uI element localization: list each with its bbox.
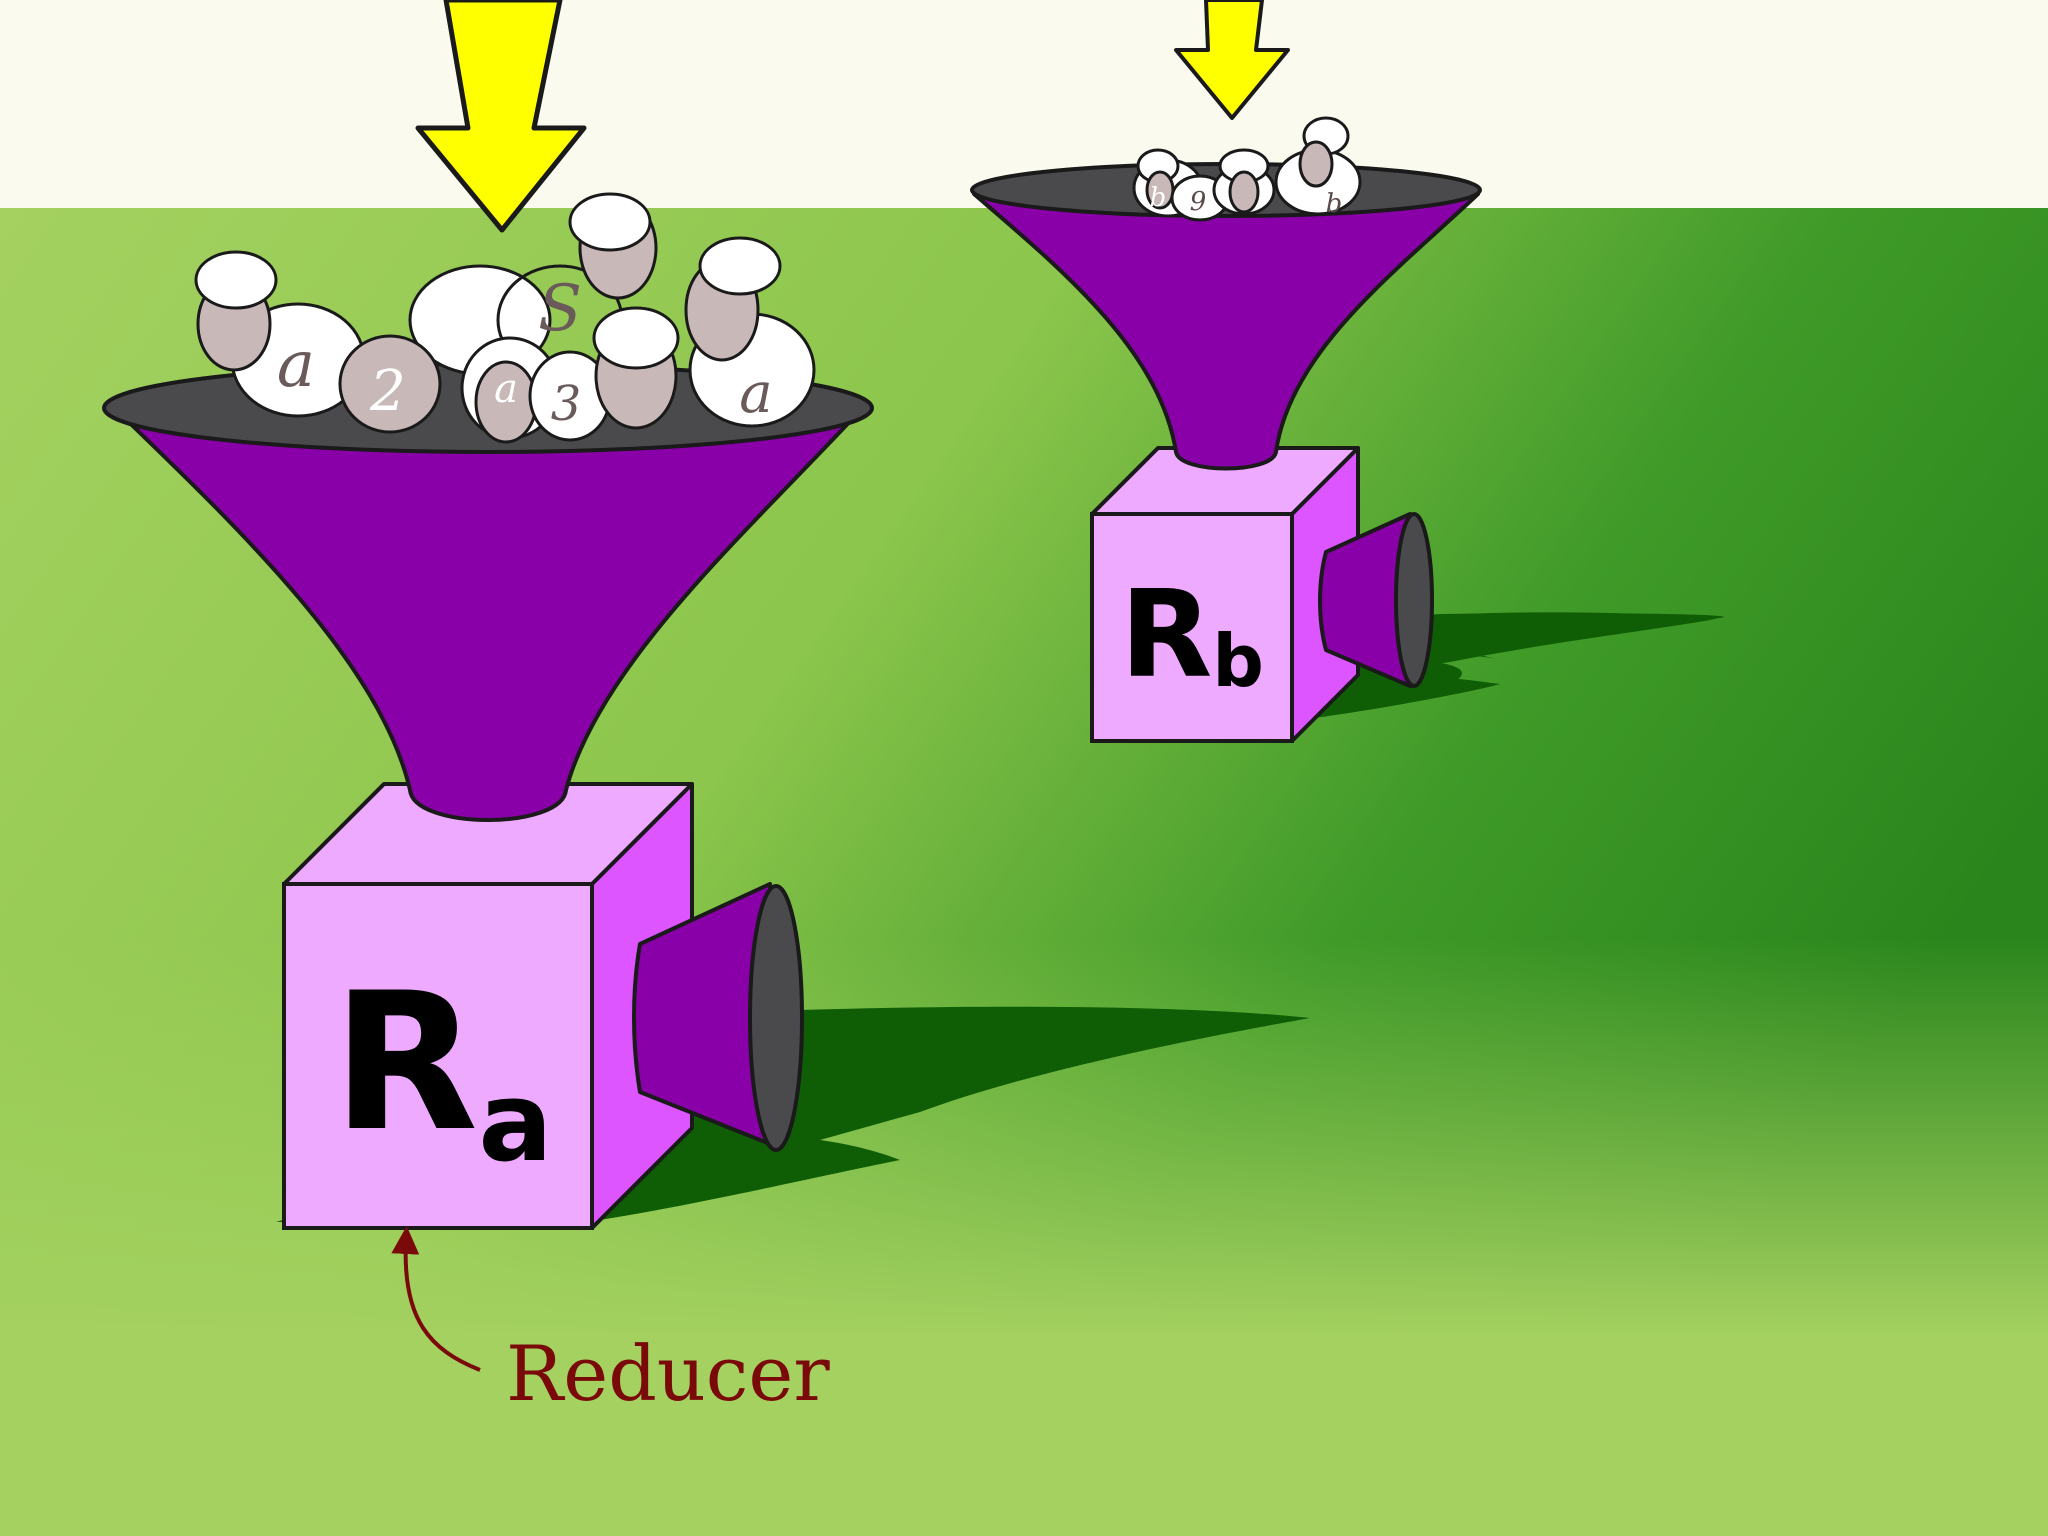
reducer-b: b 9 b Rb bbox=[970, 0, 1724, 743]
sheep-letter: a bbox=[739, 361, 772, 426]
reducer-a-label-main: R bbox=[332, 952, 478, 1173]
reducer-a-input-arrow bbox=[415, 0, 587, 233]
sheep bbox=[568, 192, 658, 300]
reducer-b-funnel bbox=[972, 192, 1480, 471]
reducer-a: S a 2 a 3 bbox=[102, 0, 1310, 1230]
caption-pointer-arrow bbox=[391, 1226, 481, 1372]
reducer-b-box-front bbox=[1090, 512, 1294, 743]
reducer-a-label-sub: a bbox=[478, 1058, 552, 1186]
sheep-letter: 2 bbox=[369, 359, 406, 424]
reducer-caption: Reducer bbox=[391, 1226, 830, 1418]
sheep-letter: a bbox=[494, 366, 518, 412]
sheep: a bbox=[194, 250, 366, 418]
sheep: b bbox=[1274, 116, 1362, 219]
reducer-b-label: Rb bbox=[1120, 566, 1264, 705]
reducer-a-label: Ra bbox=[332, 952, 553, 1186]
reducer-b-sheep-flock: b 9 b bbox=[1132, 116, 1362, 222]
sheep bbox=[1212, 148, 1276, 216]
reducer-a-output-cone bbox=[632, 882, 804, 1152]
sheep-letter: a bbox=[277, 328, 315, 402]
sheep-letter: 9 bbox=[1190, 187, 1207, 217]
sheep-letter: b bbox=[1150, 183, 1167, 213]
reducer-b-label-main: R bbox=[1120, 566, 1212, 705]
sheep: a bbox=[684, 236, 816, 428]
reducer-b-label-sub: b bbox=[1212, 619, 1264, 703]
sheep-letter: S bbox=[538, 272, 582, 346]
sheep: 2 bbox=[338, 334, 442, 434]
sheep: b bbox=[1132, 148, 1204, 218]
reducer-b-input-arrow bbox=[1174, 0, 1290, 120]
sheep-letter: 3 bbox=[551, 376, 582, 432]
reducer-a-sheep-flock: S a 2 a 3 bbox=[194, 192, 816, 444]
sheep-letter: b bbox=[1326, 189, 1343, 219]
caption-text: Reducer bbox=[506, 1329, 830, 1418]
sheep bbox=[592, 306, 680, 430]
reducer-a-box-front bbox=[282, 882, 594, 1230]
reducer-a-funnel bbox=[106, 400, 870, 822]
reducer-b-output-cone bbox=[1318, 512, 1434, 688]
